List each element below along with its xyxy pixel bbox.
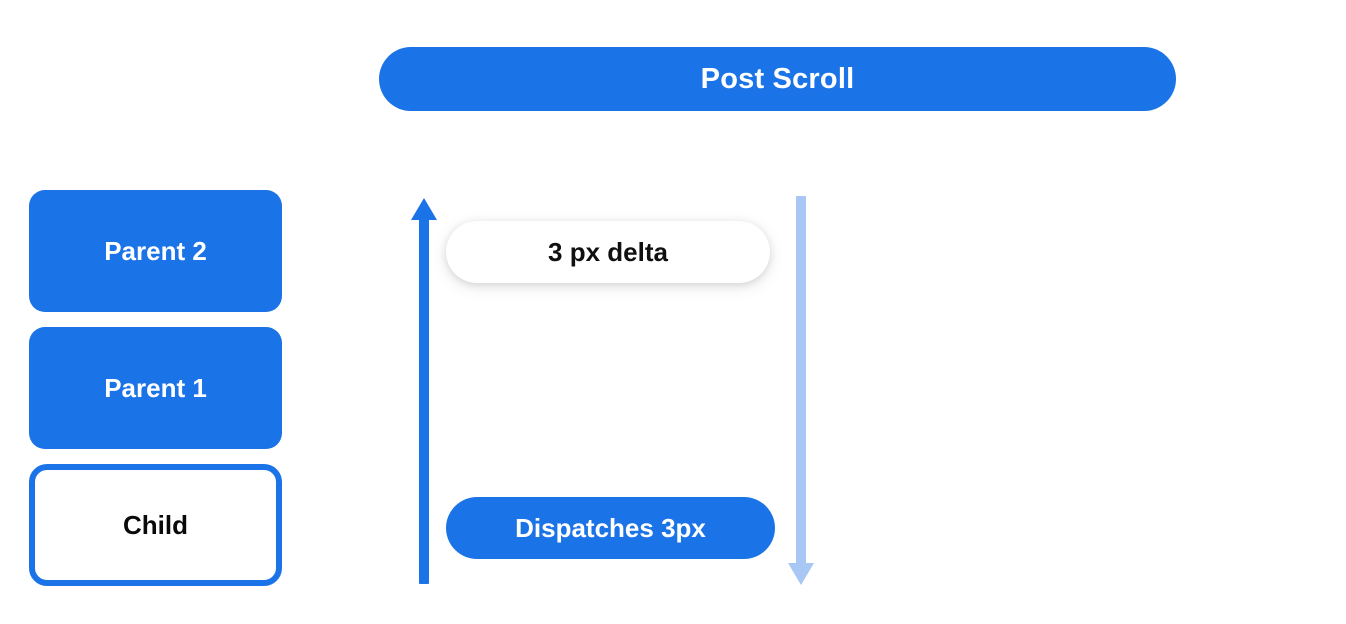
post-scroll-header-label: Post Scroll [700,62,855,95]
node-parent-2: Parent 2 [29,190,282,312]
scroll-down-arrow-shaft [796,196,806,564]
node-parent-2-label: Parent 2 [104,235,207,266]
bubble-up-arrow-head [411,198,437,220]
dispatch-callout-label: Dispatches 3px [515,512,706,543]
dispatch-callout: Dispatches 3px [446,497,775,559]
node-child-label: Child [123,509,188,540]
node-parent-1: Parent 1 [29,327,282,449]
delta-callout: 3 px delta [446,221,770,283]
post-scroll-header: Post Scroll [379,47,1176,111]
node-hierarchy-stack: Parent 2 Parent 1 Child [29,190,282,586]
scroll-down-arrow-head [788,563,814,585]
bubble-up-arrow-shaft [419,219,429,584]
delta-callout-label: 3 px delta [548,236,668,267]
node-child: Child [29,464,282,586]
node-parent-1-label: Parent 1 [104,372,207,403]
